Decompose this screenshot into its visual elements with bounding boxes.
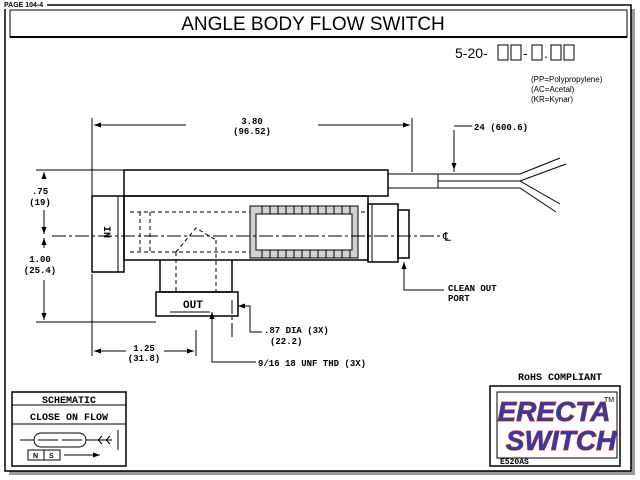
dim-lead-length: 24 (600.6) — [474, 123, 528, 133]
dim-outlet-offset-mm: (31.8) — [128, 354, 160, 364]
logo-trademark: TM — [604, 397, 614, 404]
pole-n: N — [33, 453, 38, 460]
dim-overall-length: 3.80 — [241, 117, 263, 127]
dim-outlet-offset: 1.25 — [133, 344, 155, 354]
lead-wires — [388, 157, 567, 213]
dim-center-height-mm: (25.4) — [24, 266, 56, 276]
dim-thread: 9/16 18 UNF THD (3X) — [258, 359, 366, 369]
part-code-box-2 — [510, 44, 522, 61]
title-band — [9, 9, 628, 38]
logo-model: E520AS — [500, 458, 529, 467]
erecta-switch-logo: ERECTA SWITCH TM E520AS — [489, 385, 621, 467]
centerline-label: ℄ — [442, 230, 451, 244]
switch-body-drawing: IN OUT ℄ — [52, 157, 567, 340]
inlet-label: IN — [100, 226, 111, 238]
dim-port-dia-mm: (22.2) — [270, 337, 302, 347]
schematic-panel: SCHEMATIC CLOSE ON FLOW N S — [11, 391, 127, 467]
clean-out-label-2: PORT — [448, 294, 470, 304]
rohs-compliance: RoHS COMPLIANT — [518, 373, 602, 384]
part-code-box-5 — [563, 44, 575, 61]
part-number-separator: - — [523, 45, 528, 61]
clean-out-label-1: CLEAN OUT — [448, 284, 497, 294]
logo-line-2: SWITCH — [506, 425, 617, 456]
dim-top-height-mm: (19) — [29, 198, 51, 208]
dim-center-height: 1.00 — [29, 255, 51, 265]
logo-line-1: ERECTA — [497, 396, 610, 427]
part-code-box-1 — [497, 44, 509, 61]
material-option: (KR=Kynar) — [531, 95, 573, 104]
material-option: (AC=Acetal) — [531, 85, 575, 94]
material-option: (PP=Polypropylene) — [531, 75, 603, 84]
part-number-dot: . — [544, 45, 548, 61]
part-number: 5-20- - . (PP=Polypropylene) (AC=Acetal)… — [455, 44, 603, 104]
dim-port-dia: .87 DIA (3X) — [264, 326, 329, 336]
schematic-title: SCHEMATIC — [42, 396, 96, 407]
spring-coil — [249, 205, 359, 259]
part-number-prefix: 5-20- — [455, 45, 488, 61]
outlet-label: OUT — [183, 300, 203, 312]
pole-s: S — [49, 453, 54, 460]
inlet-collar — [91, 195, 125, 273]
dimensions: 3.80 (96.52) 24 (600.6) .75 (19) 1.00 (2… — [24, 117, 528, 369]
part-code-box-3 — [531, 44, 543, 61]
dim-top-height: .75 — [32, 187, 48, 197]
schematic-subtitle: CLOSE ON FLOW — [30, 413, 108, 424]
part-code-box-4 — [550, 44, 562, 61]
reed-switch-symbol — [20, 430, 119, 450]
page-title: ANGLE BODY FLOW SWITCH — [181, 14, 445, 35]
dim-overall-length-mm: (96.52) — [233, 127, 271, 137]
page-label: PAGE 104-4 — [4, 2, 43, 9]
